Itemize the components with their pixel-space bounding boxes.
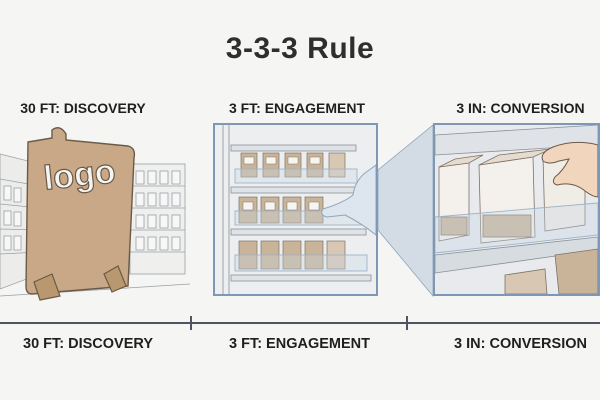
conversion-illustration: [433, 123, 600, 296]
timeline-axis: [0, 322, 600, 324]
timeline-tick-2: [406, 316, 408, 330]
engagement-illustration: [213, 123, 378, 296]
stage-3-bottom-label: 3 IN: CONVERSION: [454, 336, 587, 352]
stage-1-top-label: 30 FT: DISCOVERY: [20, 100, 146, 116]
product-closeup-sketch: [435, 125, 598, 294]
diagram-title: 3-3-3 Rule: [225, 32, 375, 65]
stage-1-bottom-label: 30 FT: DISCOVERY: [23, 336, 153, 352]
cardboard-standee: logo: [25, 127, 136, 301]
stage-3-top-label: 3 IN: CONVERSION: [456, 100, 585, 116]
reaching-arm: [321, 164, 376, 236]
shelf-closeup-sketch: [215, 125, 376, 294]
discovery-illustration: logo: [0, 124, 190, 304]
hand-picking-product: [541, 141, 598, 198]
logo-text: logo: [42, 152, 117, 197]
stage-2-bottom-label: 3 FT: ENGAGEMENT: [229, 336, 370, 352]
timeline-tick-1: [190, 316, 192, 330]
stage-2-top-label: 3 FT: ENGAGEMENT: [228, 100, 366, 116]
store-shelves-sketch: logo: [0, 127, 190, 301]
